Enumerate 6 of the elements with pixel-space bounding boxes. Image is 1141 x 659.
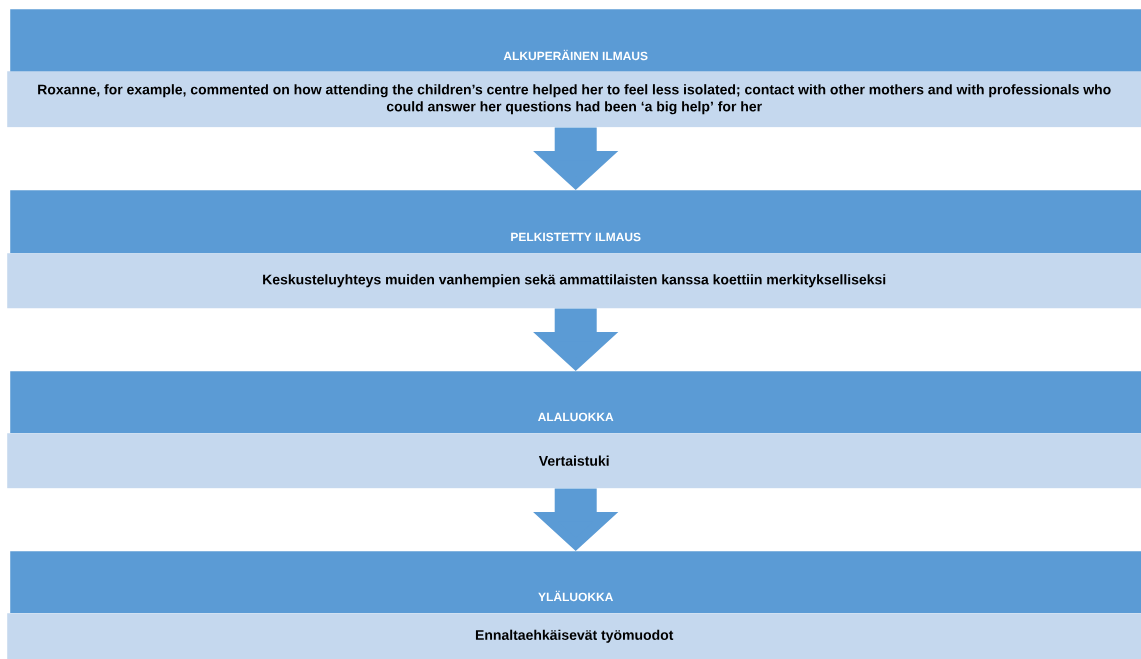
header-band: ALKUPERÄINEN ILMAUS (10, 9, 1141, 73)
text-band: Vertaistuki (7, 433, 1141, 489)
text-band: Roxanne, for example, commented on how attending the children’s centre helped her to feel less isolated; contact with other mothers and with professionals who could answer her questions had been ‘a big help’ for her (7, 71, 1141, 128)
header-band: YLÄLUOKKA (10, 551, 1141, 614)
text-band: Keskusteluyhteys muiden vanhempien sekä ammattilaisten kanssa koettiin merkitykselliseksi (7, 253, 1141, 309)
text-band: Ennaltaehkäisevät työmuodot (7, 613, 1141, 659)
